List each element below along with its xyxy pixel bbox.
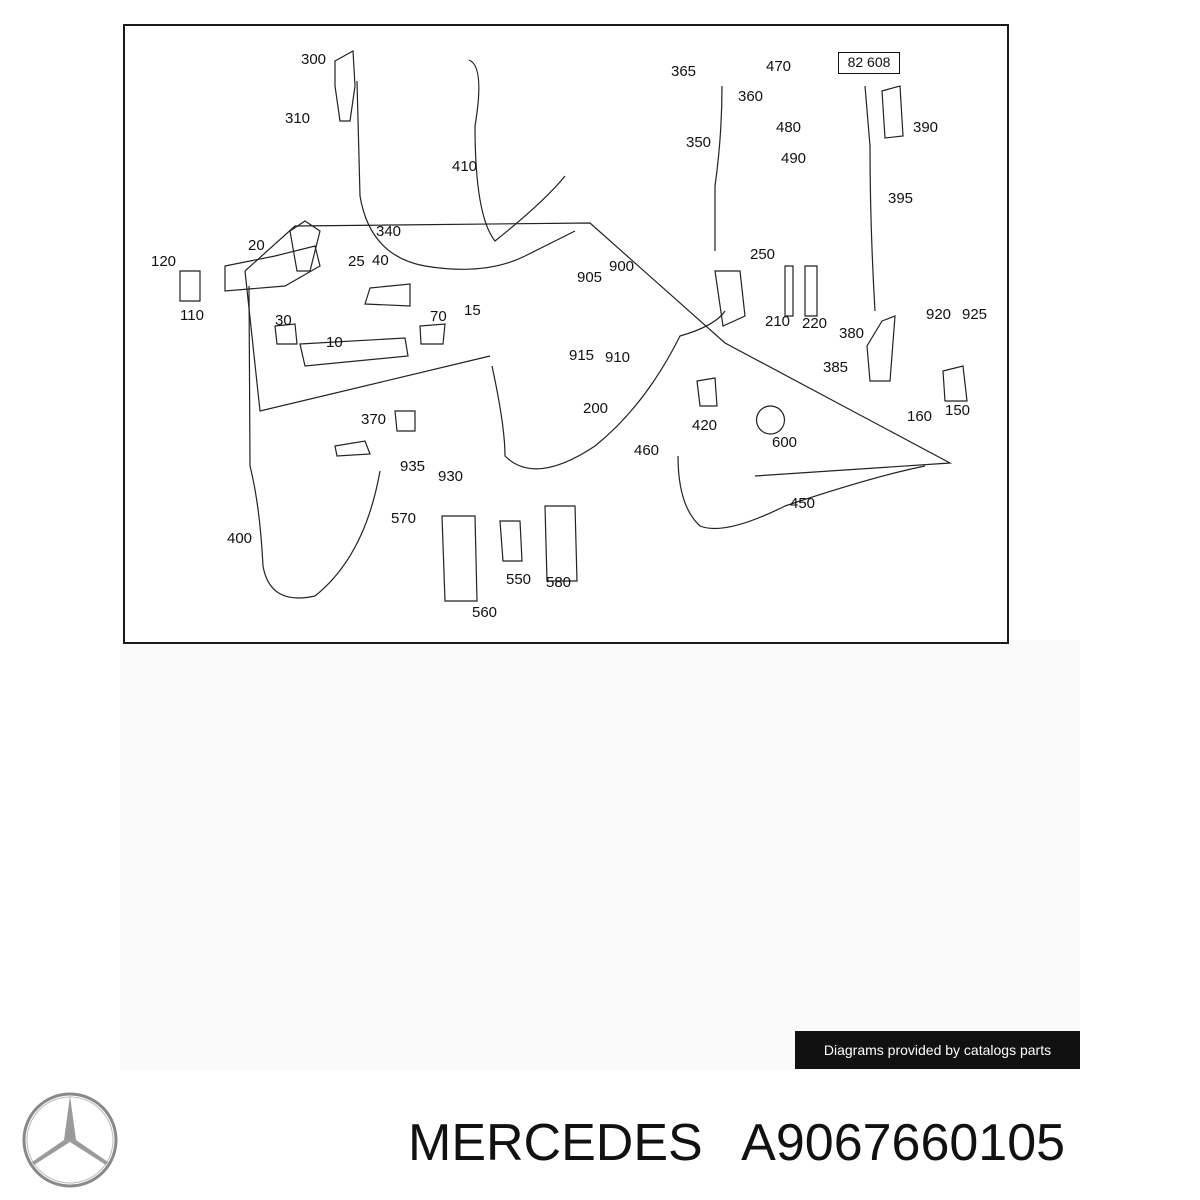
callout-600: 600 [772, 434, 797, 451]
callout-480: 480 [776, 119, 801, 136]
callout-200: 200 [583, 400, 608, 417]
callout-10: 10 [326, 334, 343, 351]
callout-350: 350 [686, 134, 711, 151]
callout-910: 910 [605, 349, 630, 366]
callout-410: 410 [452, 158, 477, 175]
callout-905: 905 [577, 269, 602, 286]
callout-380: 380 [839, 325, 864, 342]
callout-365: 365 [671, 63, 696, 80]
callout-370: 370 [361, 411, 386, 428]
callout-300: 300 [301, 51, 326, 68]
callout-110: 110 [180, 307, 204, 324]
part-title: MERCEDES A9067660105 [408, 1108, 1198, 1178]
callout-925: 925 [962, 306, 987, 323]
callout-470: 470 [766, 58, 791, 75]
callout-150: 150 [945, 402, 970, 419]
callout-570: 570 [391, 510, 416, 527]
callout-580: 580 [546, 574, 571, 591]
callout-550: 550 [506, 571, 531, 588]
boxed-callout-82608: 82 608 [838, 52, 900, 74]
callout-30: 30 [275, 312, 292, 329]
diagram-drawing: 300 310 410 340 20 120 25 40 110 30 70 1… [151, 50, 987, 621]
parts-diagram: 300 310 410 340 20 120 25 40 110 30 70 1… [123, 24, 1009, 644]
callout-340: 340 [376, 223, 401, 240]
callout-15: 15 [464, 302, 481, 319]
callout-400: 400 [227, 530, 252, 547]
callout-930: 930 [438, 468, 463, 485]
callout-390: 390 [913, 119, 938, 136]
callout-120: 120 [151, 253, 176, 270]
callout-250: 250 [750, 246, 775, 263]
callout-360: 360 [738, 88, 763, 105]
background-panel [120, 640, 1080, 1070]
callout-310: 310 [285, 110, 310, 127]
part-number: A9067660105 [741, 1114, 1066, 1172]
mercedes-star-icon [20, 1090, 120, 1190]
callout-25: 25 [348, 253, 365, 270]
callout-70: 70 [430, 308, 447, 325]
callout-160: 160 [907, 408, 932, 425]
callout-900: 900 [609, 258, 634, 275]
brand-name: MERCEDES [408, 1114, 703, 1172]
callout-920: 920 [926, 306, 951, 323]
callout-460: 460 [634, 442, 659, 459]
callout-385: 385 [823, 359, 848, 376]
callout-20: 20 [248, 237, 265, 254]
callout-560: 560 [472, 604, 497, 621]
callout-450: 450 [790, 495, 815, 512]
callout-395: 395 [888, 190, 913, 207]
callout-420: 420 [692, 417, 717, 434]
callout-490: 490 [781, 150, 806, 167]
callout-220: 220 [802, 315, 827, 332]
credit-banner: Diagrams provided by catalogs parts [795, 1031, 1080, 1069]
callout-210: 210 [765, 313, 790, 330]
callout-40: 40 [372, 252, 389, 269]
callout-915: 915 [569, 347, 594, 364]
callout-935: 935 [400, 458, 425, 475]
